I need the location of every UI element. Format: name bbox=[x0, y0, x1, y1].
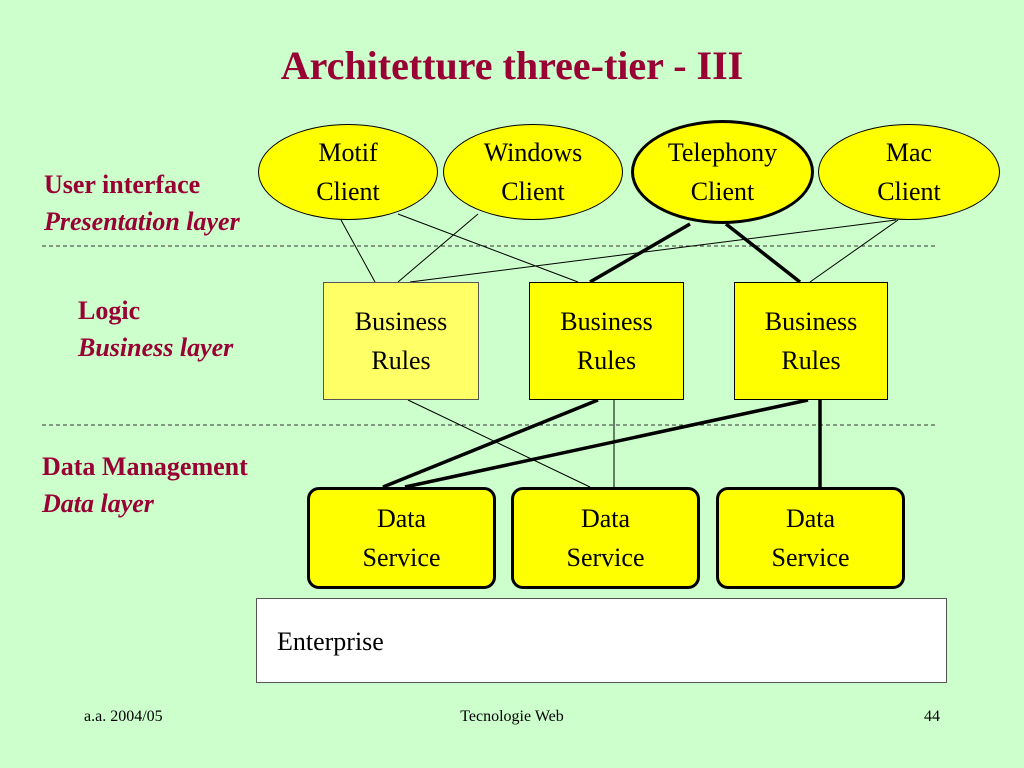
business-rules-1: Business Rules bbox=[323, 282, 479, 400]
connector-windows-br1 bbox=[397, 213, 479, 283]
client-telephony: Telephony Client bbox=[631, 120, 814, 224]
client-mac-line2: Client bbox=[877, 177, 941, 206]
connector-br2-ds1 bbox=[382, 398, 599, 489]
client-motif: Motif Client bbox=[258, 124, 438, 220]
layer-label-user-interface: User interface Presentation layer bbox=[44, 166, 240, 240]
connector-motif-br1 bbox=[340, 219, 376, 283]
connector-br1-ds2 bbox=[407, 399, 591, 488]
client-windows: Windows Client bbox=[443, 124, 623, 220]
layer-label-presentation-layer: Presentation layer bbox=[44, 207, 240, 236]
data-service-2-line1: Data bbox=[580, 504, 631, 533]
client-motif-line1: Motif bbox=[318, 138, 378, 167]
client-mac-line1: Mac bbox=[885, 138, 933, 167]
business-rules-1-line1: Business bbox=[354, 307, 448, 336]
business-rules-3: Business Rules bbox=[734, 282, 888, 400]
connector-motif-br2 bbox=[397, 213, 579, 283]
business-rules-3-line1: Business bbox=[764, 307, 858, 336]
client-telephony-line2: Client bbox=[690, 177, 755, 206]
footer-academic-year: a.a. 2004/05 bbox=[84, 708, 163, 725]
layer-label-logic-title: Logic bbox=[78, 296, 141, 325]
data-service-3: Data Service bbox=[716, 487, 905, 589]
layer-label-data-management: Data Management Data layer bbox=[42, 448, 248, 522]
footer-page-number: 44 bbox=[924, 708, 940, 725]
connector-mac-br3 bbox=[809, 219, 899, 283]
slide-title: Architetture three-tier - III bbox=[280, 43, 744, 88]
data-service-1-line1: Data bbox=[376, 504, 427, 533]
footer-course-title: Tecnologie Web bbox=[460, 708, 564, 725]
client-mac: Mac Client bbox=[818, 124, 1000, 220]
data-service-3-line2: Service bbox=[771, 543, 850, 572]
connector-br3-ds1 bbox=[404, 398, 809, 489]
business-rules-3-line2: Rules bbox=[781, 346, 841, 375]
data-service-1: Data Service bbox=[307, 487, 496, 589]
layer-label-data-management-title: Data Management bbox=[42, 452, 248, 481]
business-rules-2-line2: Rules bbox=[576, 346, 637, 375]
enterprise-box: Enterprise bbox=[256, 598, 947, 683]
client-windows-line2: Client bbox=[501, 177, 565, 206]
data-service-2: Data Service bbox=[511, 487, 700, 589]
data-service-1-line2: Service bbox=[362, 543, 441, 572]
connector-telephony-br3 bbox=[724, 222, 802, 284]
business-rules-2: Business Rules bbox=[529, 282, 684, 400]
data-service-3-line1: Data bbox=[785, 504, 836, 533]
client-motif-line2: Client bbox=[316, 177, 380, 206]
layer-label-business-layer: Business layer bbox=[78, 333, 234, 362]
layer-label-logic: Logic Business layer bbox=[78, 292, 233, 366]
business-rules-2-line1: Business bbox=[560, 307, 653, 336]
data-service-2-line2: Service bbox=[566, 543, 645, 572]
connector-mac-br1 bbox=[409, 219, 897, 283]
connector-telephony-br2 bbox=[589, 222, 691, 284]
layer-label-user-interface-title: User interface bbox=[44, 170, 201, 199]
layer-label-data-layer: Data layer bbox=[42, 489, 154, 518]
business-rules-1-line2: Rules bbox=[371, 346, 431, 375]
client-windows-line1: Windows bbox=[483, 138, 583, 167]
client-telephony-line1: Telephony bbox=[667, 138, 778, 167]
